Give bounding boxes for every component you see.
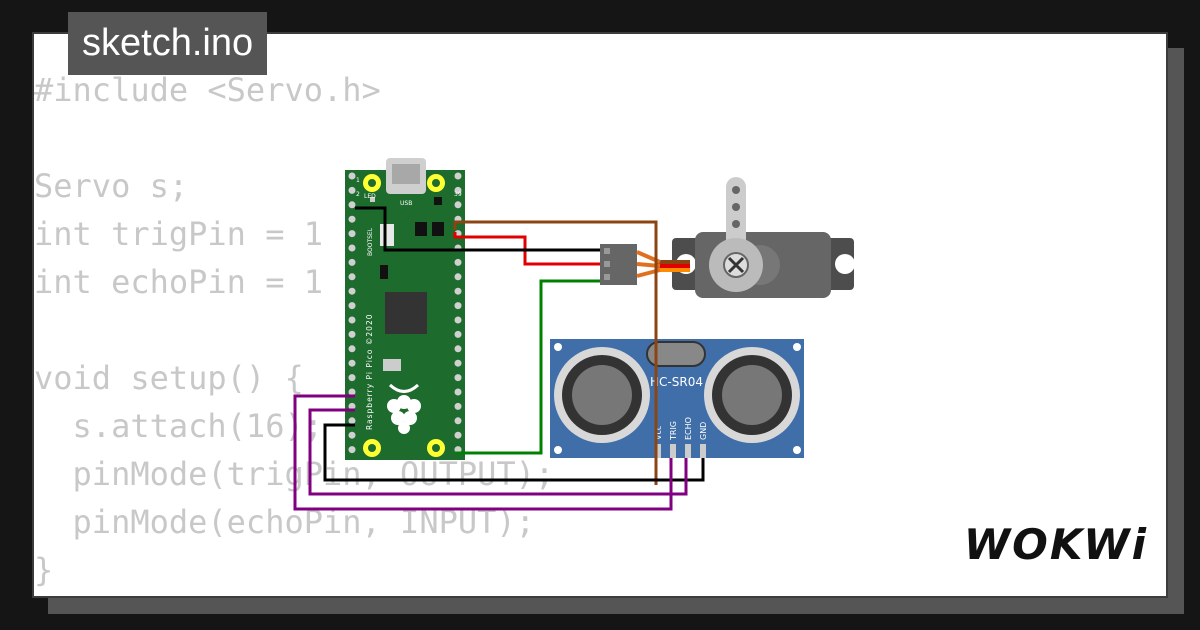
board-pin — [348, 374, 356, 382]
board-pin — [348, 402, 356, 410]
board-pin — [454, 374, 462, 382]
board-pin39-label: 39 — [454, 191, 462, 198]
board-pin — [454, 302, 462, 310]
preview-card — [32, 32, 1168, 598]
sensor-pin-trig-label: TRIG — [669, 421, 678, 441]
board-pin — [454, 287, 462, 295]
board-pin — [454, 316, 462, 324]
board-pin — [348, 359, 356, 367]
board-pin — [454, 172, 462, 180]
board-pin — [454, 258, 462, 266]
board-pin — [454, 359, 462, 367]
wire-purple-trig — [308, 408, 688, 496]
board-pin — [454, 201, 462, 209]
wokwi-logo: WOKWi — [963, 520, 1148, 569]
board-name-label: Raspberry Pi Pico ©2020 — [365, 314, 374, 431]
board-pin — [454, 446, 462, 454]
ultrasonic-sensor[interactable]: HC-SR04 Vcc TRIG ECHO GND — [550, 339, 804, 458]
board-pin — [348, 172, 356, 180]
board-pin — [348, 215, 356, 223]
wire-purple-echo — [293, 394, 673, 511]
board-pin — [348, 287, 356, 295]
board-pin — [348, 417, 356, 425]
board-pin — [454, 273, 462, 281]
board-pin — [348, 201, 356, 209]
board-pin — [348, 273, 356, 281]
wire-black-sensor — [323, 423, 705, 482]
board-pin — [348, 330, 356, 338]
wire-brown — [453, 220, 658, 485]
servo-connector — [600, 244, 661, 285]
board-pin2-label: 2 — [356, 191, 360, 198]
board-pin — [454, 431, 462, 439]
board-pin — [348, 244, 356, 252]
pico-board[interactable]: LED USB 1 2 39 BOOTSEL Raspberry Pi Pico… — [345, 158, 465, 460]
wire-black-servo — [355, 206, 600, 252]
wire-red — [453, 232, 600, 266]
board-pin — [454, 402, 462, 410]
board-pins-left — [348, 172, 356, 454]
board-led-label: LED — [364, 193, 376, 200]
code-editor: #include <Servo.h> Servo s; int trigPin … — [34, 71, 555, 589]
board-pins-right — [454, 172, 462, 454]
board-pin — [348, 388, 356, 396]
board-pin — [348, 302, 356, 310]
wires — [293, 206, 705, 511]
sensor-pin-vcc-label: Vcc — [654, 426, 663, 440]
wire-green — [455, 279, 600, 455]
board-pin — [454, 417, 462, 425]
board-pin — [348, 345, 356, 353]
board-usb-label: USB — [400, 200, 412, 207]
board-pin — [348, 186, 356, 194]
raspberry-logo-icon — [387, 383, 421, 434]
board-pin — [454, 186, 462, 194]
board-pin — [454, 330, 462, 338]
board-pin — [454, 388, 462, 396]
board-bootsel-label: BOOTSEL — [367, 227, 374, 256]
board-pin — [348, 316, 356, 324]
board-pin — [348, 258, 356, 266]
board-pin — [454, 345, 462, 353]
servo-motor[interactable] — [657, 177, 855, 298]
board-pin — [348, 431, 356, 439]
file-tab[interactable]: sketch.ino — [68, 12, 268, 75]
board-pin1-label: 1 — [356, 177, 360, 184]
sensor-pin-echo-label: ECHO — [684, 417, 693, 440]
sensor-label: HC-SR04 — [650, 375, 703, 389]
sensor-pin-gnd-label: GND — [699, 422, 708, 440]
board-pin — [348, 230, 356, 238]
board-pin — [348, 446, 356, 454]
